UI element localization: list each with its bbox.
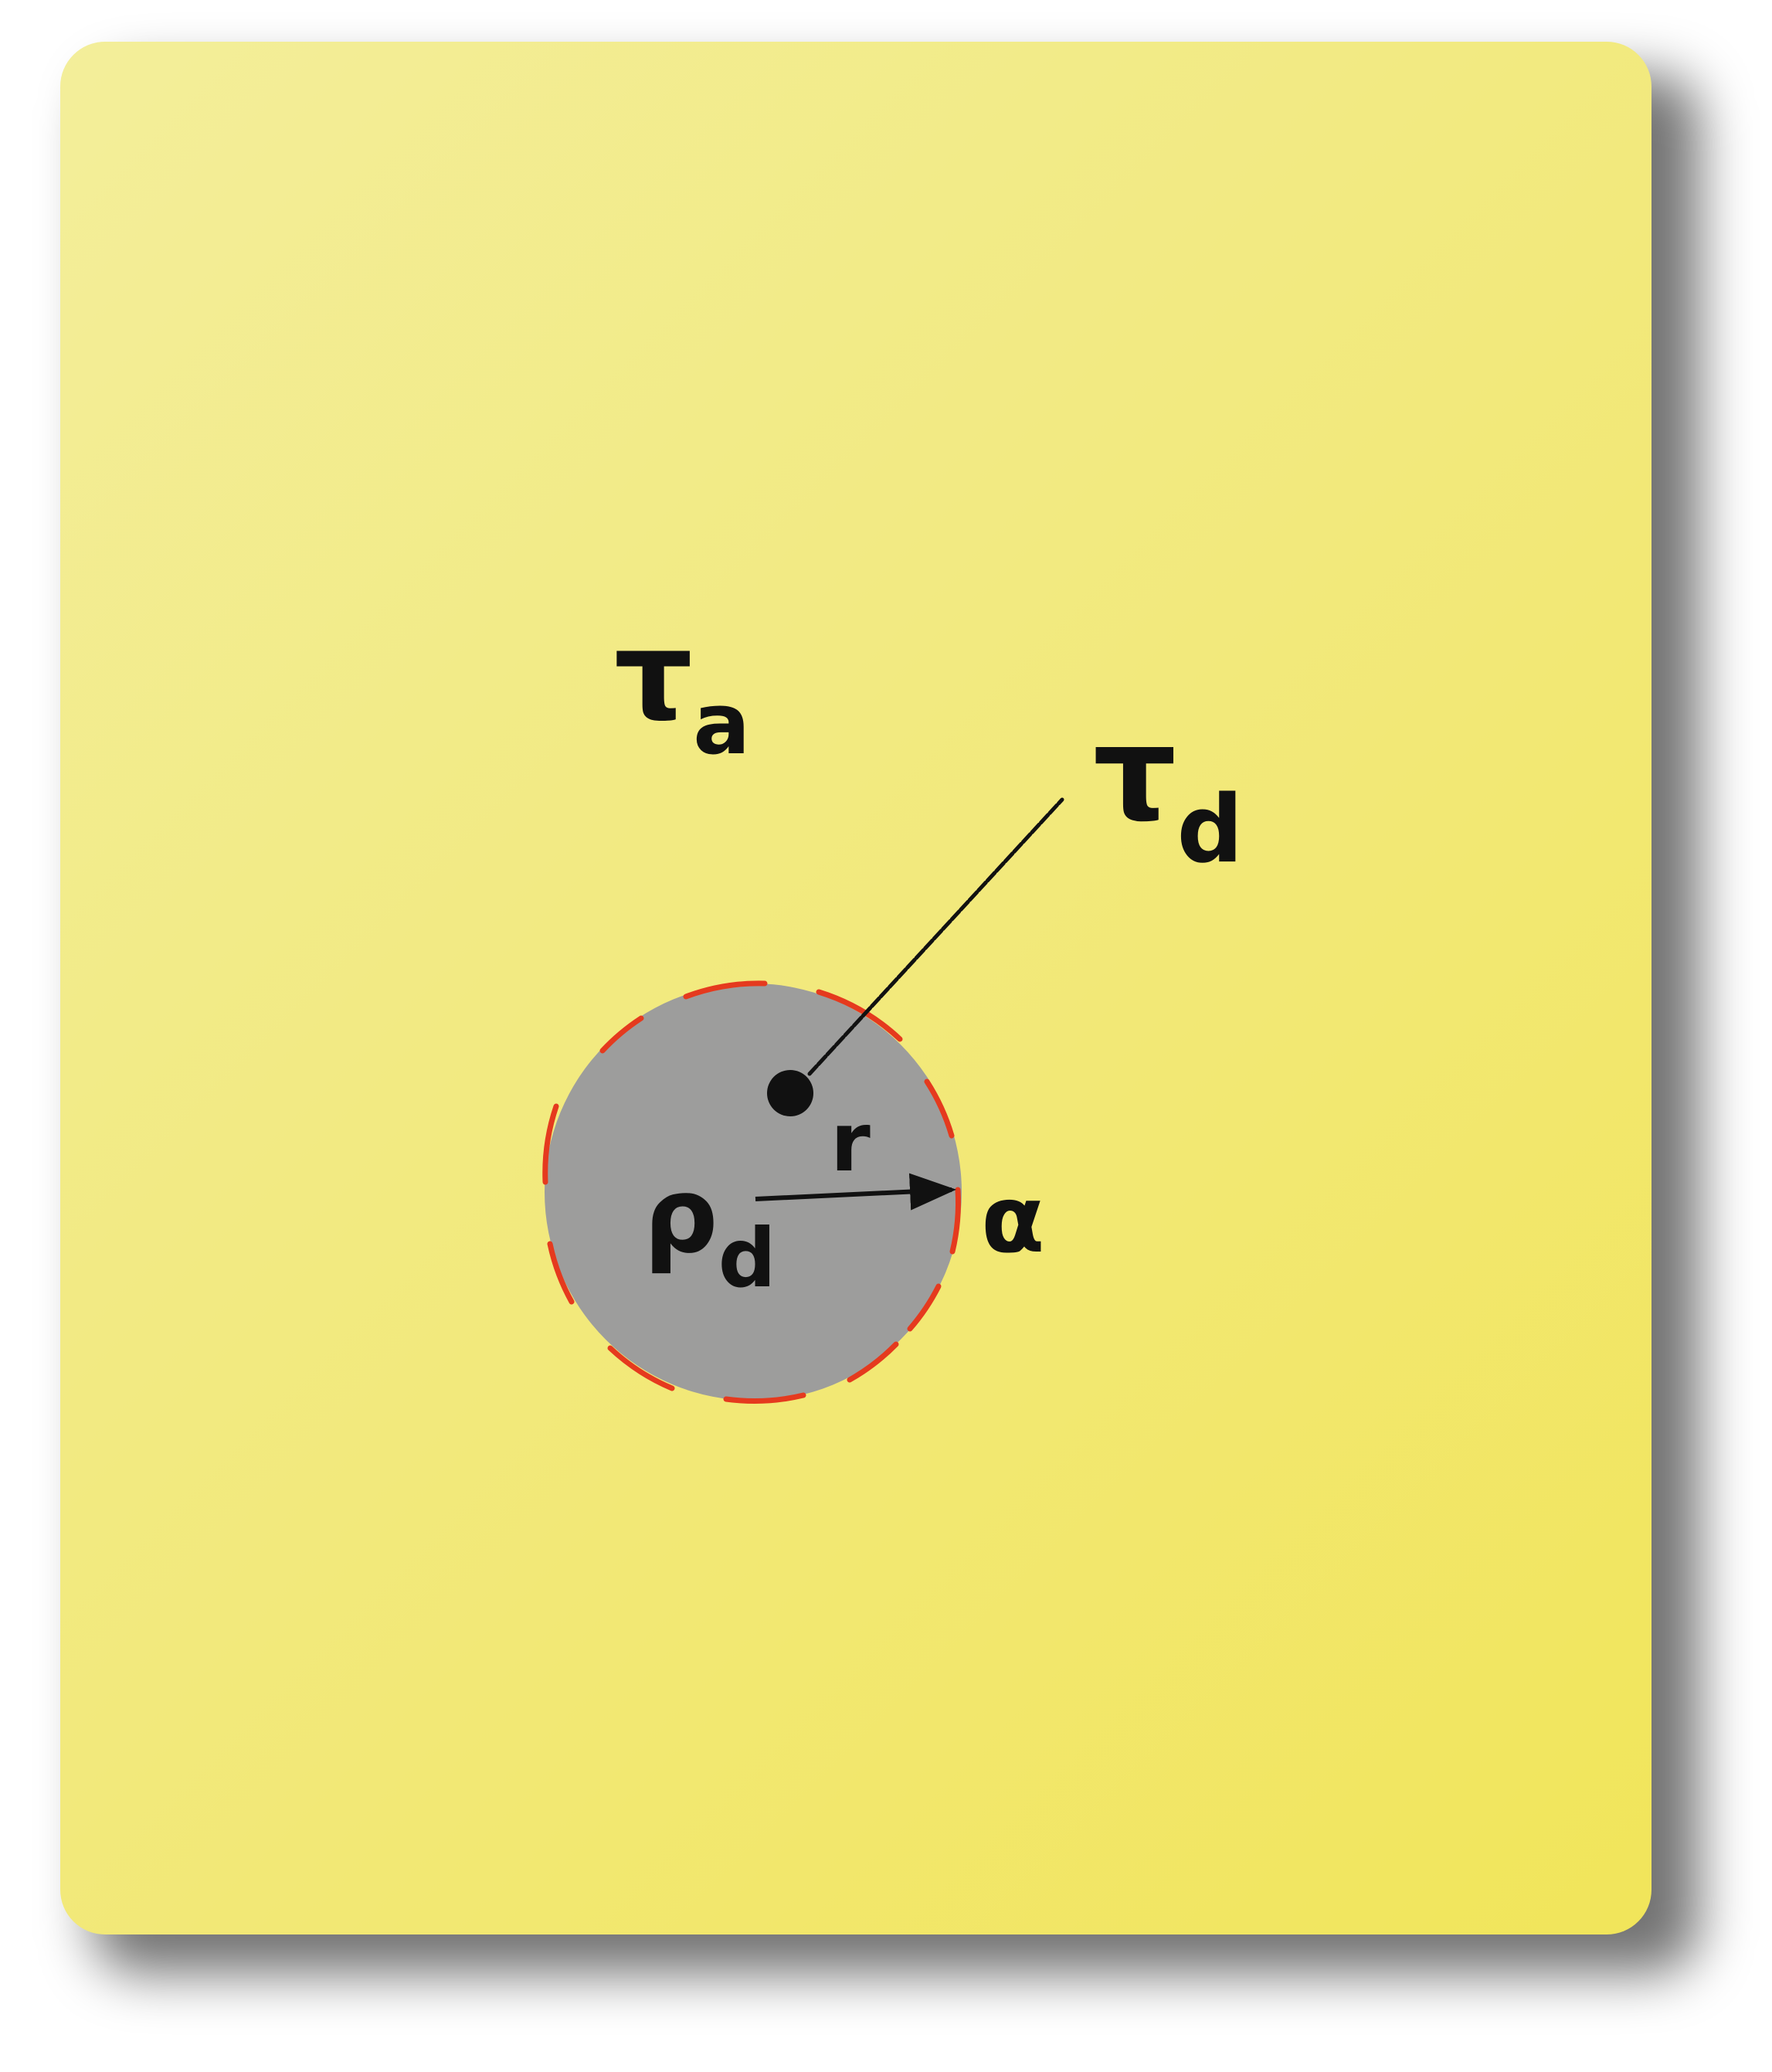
radius-arrow [755,1173,956,1211]
droplet-center-dot [767,1070,813,1116]
diagram-card [60,42,1651,1934]
droplet-circle [545,983,962,1401]
surface-coefficient-label: α [981,1167,1044,1274]
droplet-density-label: ρd [643,1155,776,1306]
leader-line [807,797,1064,1076]
droplet-surface-edge [542,980,961,1405]
droplet-temperature-label: τd [1093,698,1243,884]
radius-label: r [830,1095,871,1190]
ambient-temperature-label: τa [614,603,750,773]
